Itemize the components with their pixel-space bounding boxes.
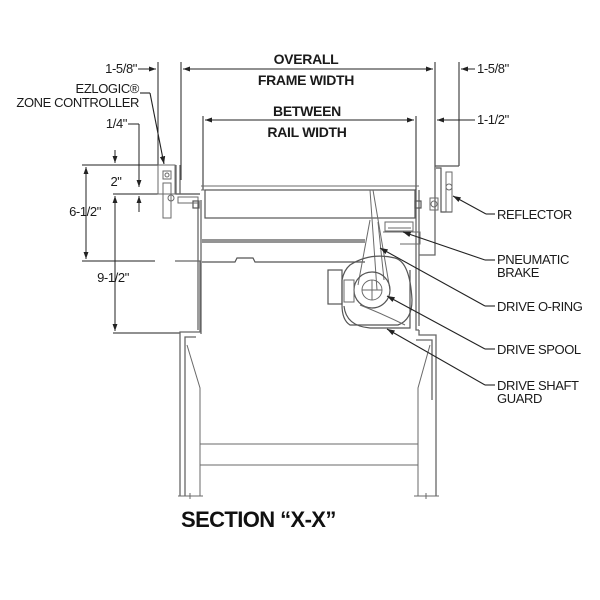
label-drive-oring: DRIVE O-RING bbox=[497, 299, 583, 314]
label-brake: BRAKE bbox=[497, 265, 540, 280]
label-frame-width: FRAME WIDTH bbox=[258, 72, 354, 88]
pneumatic-brake bbox=[383, 221, 421, 245]
label-6-1-2: 6-1/2" bbox=[69, 204, 102, 219]
leader-drive-oring bbox=[379, 247, 495, 307]
drive-spool-assembly bbox=[327, 189, 413, 326]
label-guard: GUARD bbox=[497, 391, 542, 406]
ezlogic-zone-controller bbox=[157, 164, 199, 219]
label-reflector: REFLECTOR bbox=[497, 207, 572, 222]
leader-ezlogic bbox=[140, 92, 166, 165]
label-left-1-5-8: 1-5/8" bbox=[105, 61, 138, 76]
label-zone-controller: ZONE CONTROLLER bbox=[16, 95, 139, 110]
dimension-1-4 bbox=[128, 123, 142, 187]
dimension-2-inch bbox=[82, 150, 200, 212]
label-1-4: 1/4" bbox=[106, 116, 128, 131]
drive-shaft-guard bbox=[343, 270, 411, 329]
reflector-bracket bbox=[429, 165, 459, 213]
label-between: BETWEEN bbox=[273, 103, 341, 119]
label-overall: OVERALL bbox=[274, 51, 340, 67]
leader-drive-spool bbox=[386, 295, 495, 350]
dimension-between-rail-width bbox=[202, 116, 417, 190]
label-9-1-2: 9-1/2" bbox=[97, 270, 130, 285]
leader-reflector bbox=[452, 195, 495, 215]
label-rail-width: RAIL WIDTH bbox=[267, 124, 346, 140]
dimension-6-1-2 bbox=[82, 167, 155, 262]
roller bbox=[192, 185, 422, 263]
label-pneumatic: PNEUMATIC bbox=[497, 252, 569, 267]
right-side-frame bbox=[414, 170, 439, 499]
label-drive-shaft: DRIVE SHAFT bbox=[497, 378, 579, 393]
dimension-left-1-5-8 bbox=[138, 62, 159, 165]
label-right-1-5-8: 1-5/8" bbox=[477, 61, 510, 76]
section-title: SECTION “X-X” bbox=[181, 507, 336, 532]
label-drive-spool: DRIVE SPOOL bbox=[497, 342, 581, 357]
label-right-1-1-2: 1-1/2" bbox=[477, 112, 510, 127]
cross-member bbox=[200, 443, 418, 466]
dimension-overall-frame-width bbox=[180, 62, 436, 180]
leader-pneumatic-brake bbox=[402, 231, 495, 261]
label-2-inch: 2" bbox=[110, 174, 122, 189]
label-ezlogic: EZLOGIC® bbox=[76, 81, 140, 96]
dimension-right-1-5-8 bbox=[458, 62, 475, 166]
dimension-9-1-2 bbox=[112, 196, 180, 334]
leader-drive-shaft-guard bbox=[386, 328, 495, 386]
left-side-frame bbox=[175, 165, 203, 499]
